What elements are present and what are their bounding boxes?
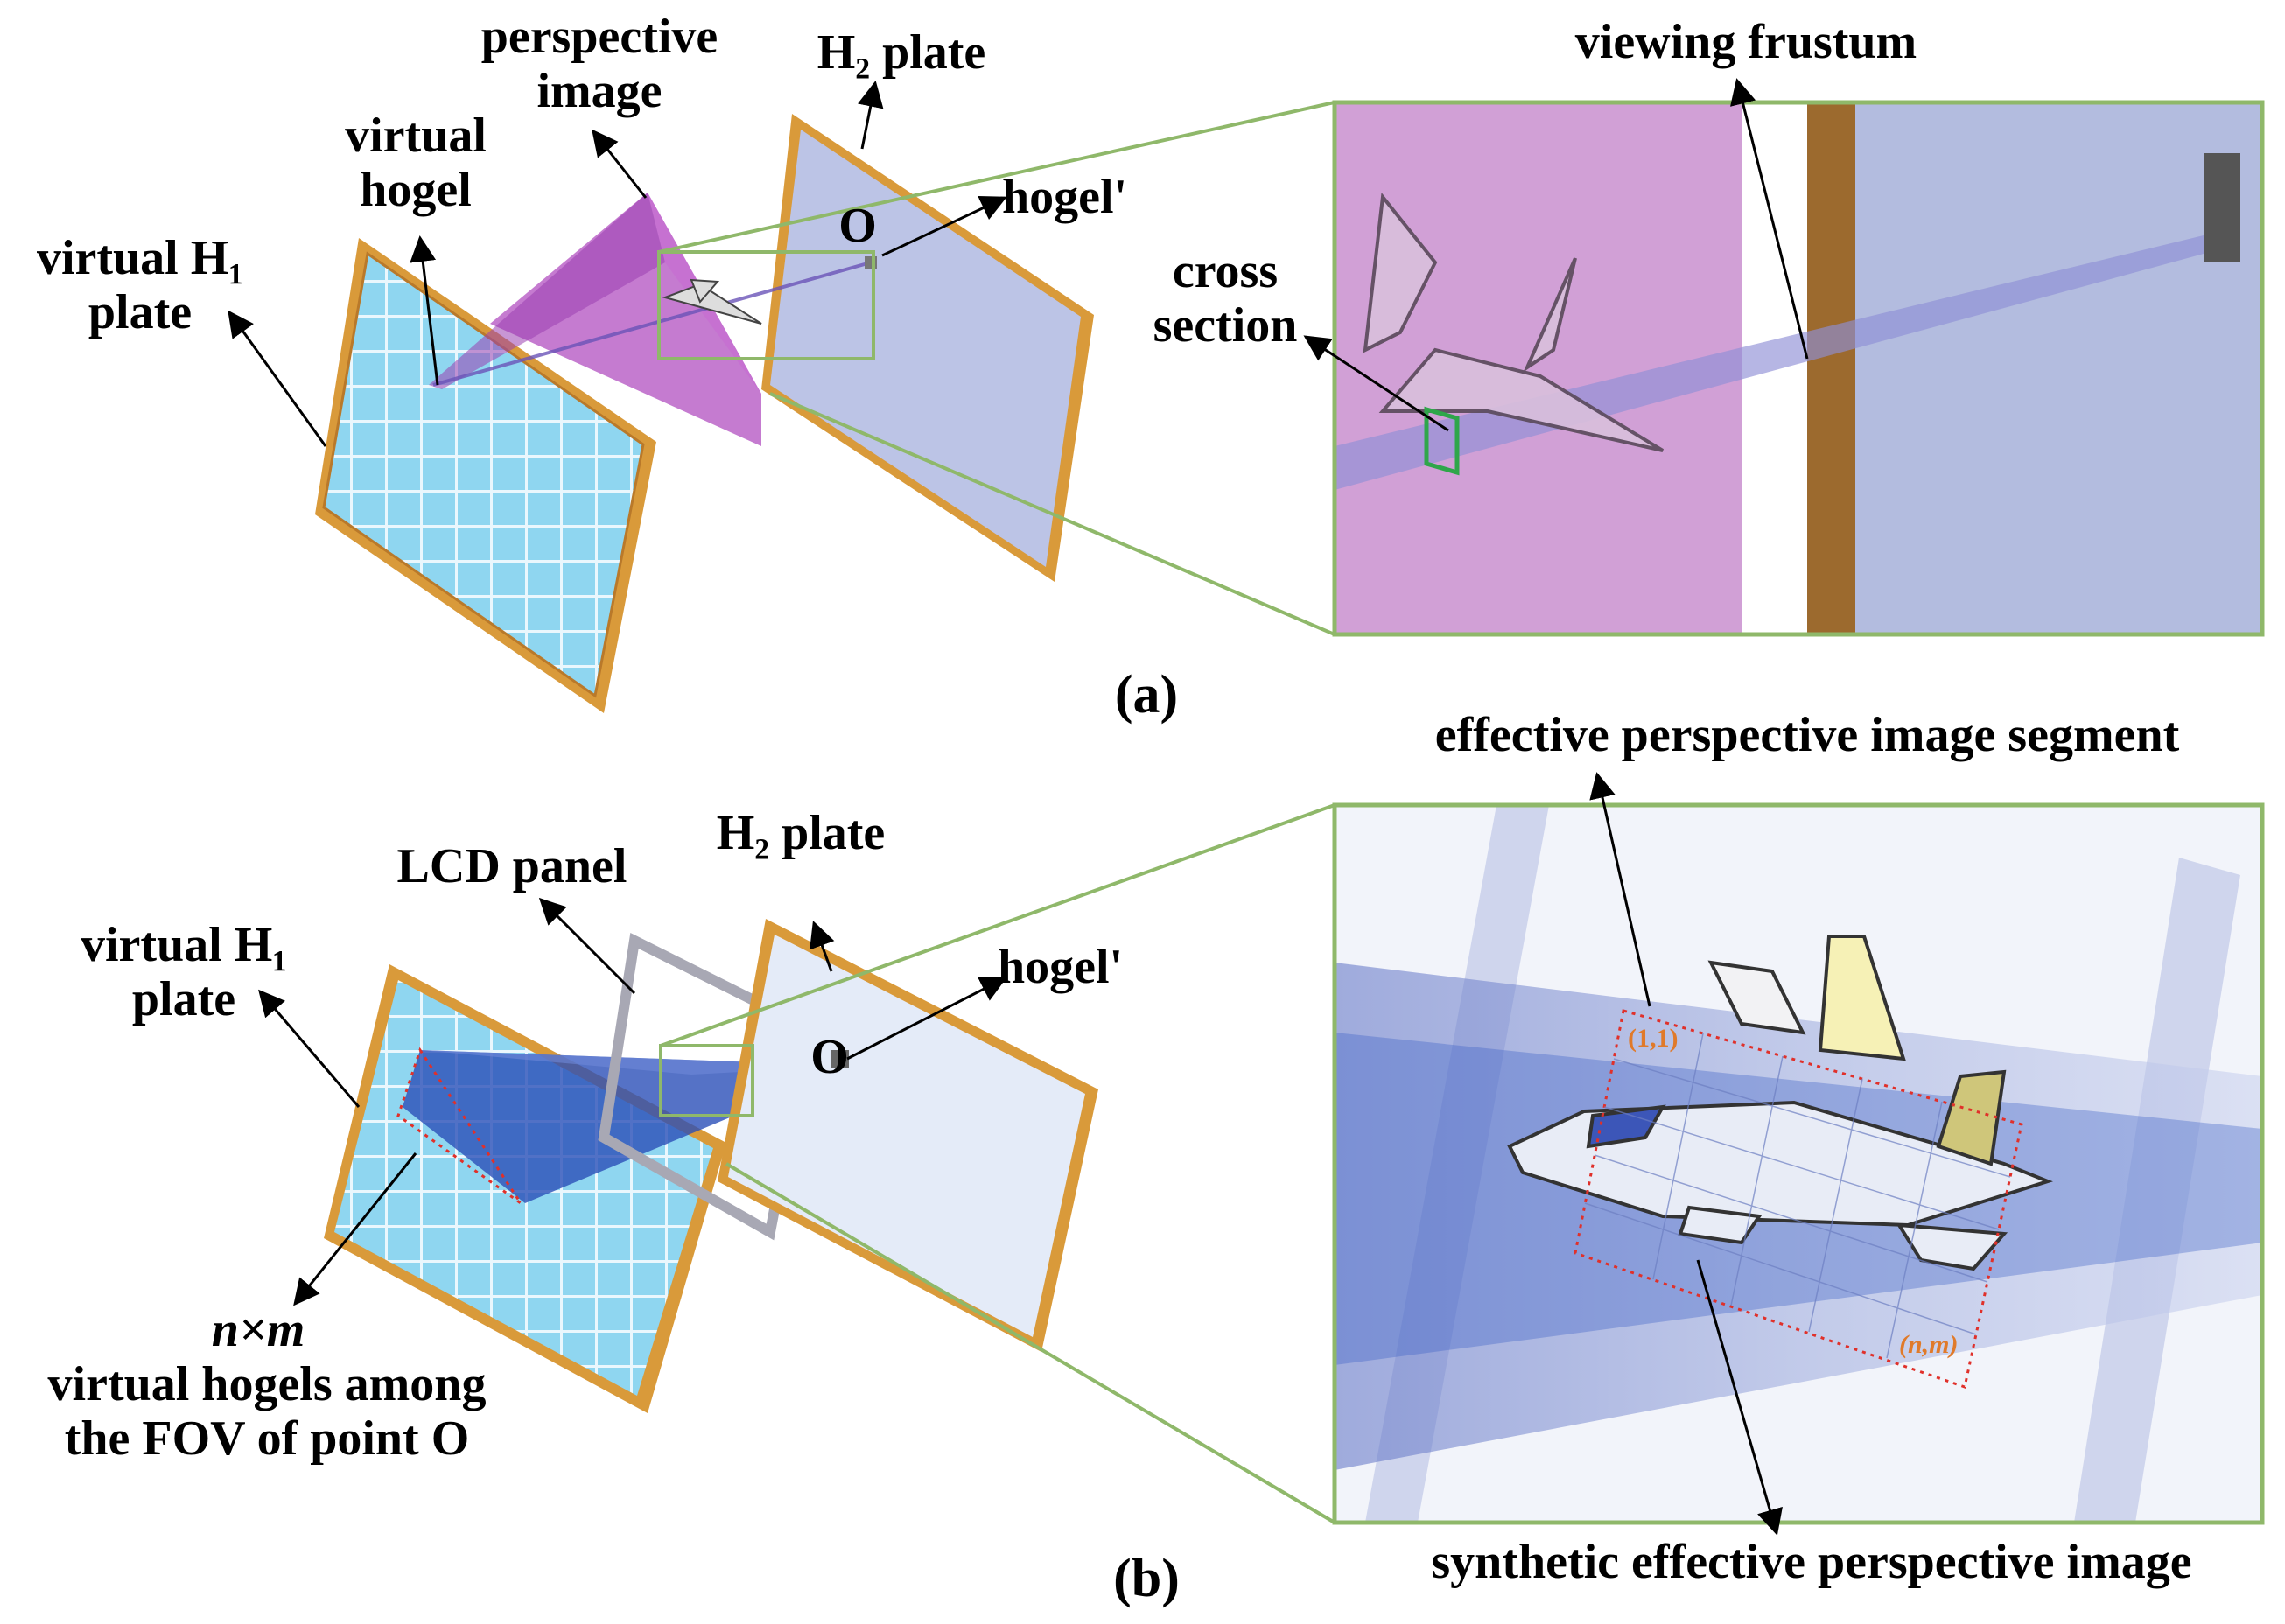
airplane-small-a	[662, 278, 762, 325]
label-perspective-image: perspective image	[480, 10, 718, 118]
panel-label-b: (b)	[1113, 1549, 1180, 1608]
arrow-effective-segment	[1589, 772, 1651, 1007]
label-lcd-panel: LCD panel	[396, 839, 627, 893]
zoom-inset-b	[1335, 805, 2262, 1522]
arrow-virtual-h1-plate-a	[228, 310, 327, 447]
zoom-source-box-b	[659, 1044, 754, 1117]
h2-plate-b	[718, 919, 1098, 1352]
arrow-hogel-prime-b	[846, 976, 1007, 1060]
label-h2-plate-a: H₂ plate	[817, 25, 986, 80]
arrow-synthetic-image	[1696, 1259, 1783, 1536]
ray-line-a	[432, 261, 872, 387]
zoom-inset-border-b	[1332, 802, 2265, 1525]
zoom-connector-top-b	[660, 803, 1335, 1047]
label-virtual-hogel: virtual hogel	[345, 108, 487, 217]
arrow-h2-plate-b	[810, 920, 835, 972]
panel-label-a: (a)	[1114, 665, 1179, 724]
fov-dotted-region-b	[396, 1046, 522, 1205]
arrow-virtual-h1-plate-b	[258, 989, 361, 1108]
label-virtual-h1-plate-b: virtual H₁ plate	[80, 918, 288, 1026]
hogel-prime-square-b	[831, 1050, 849, 1068]
label-effective-segment: effective perspective image segment	[1434, 708, 2180, 762]
arrow-lcd-panel	[538, 897, 636, 995]
zoom-inset-border-a	[1332, 100, 2265, 637]
virtual-h1-plate-a	[315, 238, 656, 713]
label-point-o-a: O	[838, 199, 877, 253]
label-cross-section: cross section	[1153, 244, 1298, 353]
label-viewing-frustum: viewing frustum	[1574, 15, 1917, 69]
label-corner-n-m: (n,m)	[1899, 1330, 1959, 1359]
label-h2-plate-b: H₂ plate	[716, 806, 886, 860]
label-n-times-m: n×m	[211, 1303, 305, 1357]
zoom-connector-bottom-a	[769, 392, 1335, 636]
label-hogel-prime-b: hogel'	[998, 940, 1124, 994]
label-corner-1-1: (1,1)	[1628, 1024, 1679, 1053]
zoom-source-box-a	[657, 250, 875, 360]
arrow-virtual-hogel	[410, 235, 439, 386]
label-synthetic-image: synthetic effective perspective image	[1431, 1535, 2192, 1589]
label-virtual-h1-plate-a: virtual H₁ plate	[36, 231, 244, 340]
zoom-inset-a	[1335, 102, 2262, 634]
arrow-hogel-prime-a	[881, 195, 1007, 257]
label-virtual-hogels-fov: virtual hogels among the FOV of point O	[47, 1357, 487, 1466]
h2-plate-a	[761, 114, 1094, 582]
arrow-viewing-frustum	[1730, 78, 1809, 360]
arrow-perspective-image	[592, 129, 648, 199]
label-hogel-prime-a: hogel'	[1002, 170, 1128, 224]
arrow-cross-section	[1303, 335, 1449, 432]
zoom-connector-bottom-b	[725, 1162, 1336, 1524]
label-point-o-b: O	[810, 1030, 849, 1084]
arrow-n-times-m	[293, 1152, 417, 1306]
arrow-h2-plate-a	[857, 80, 884, 150]
zoom-connector-top-a	[658, 101, 1335, 254]
